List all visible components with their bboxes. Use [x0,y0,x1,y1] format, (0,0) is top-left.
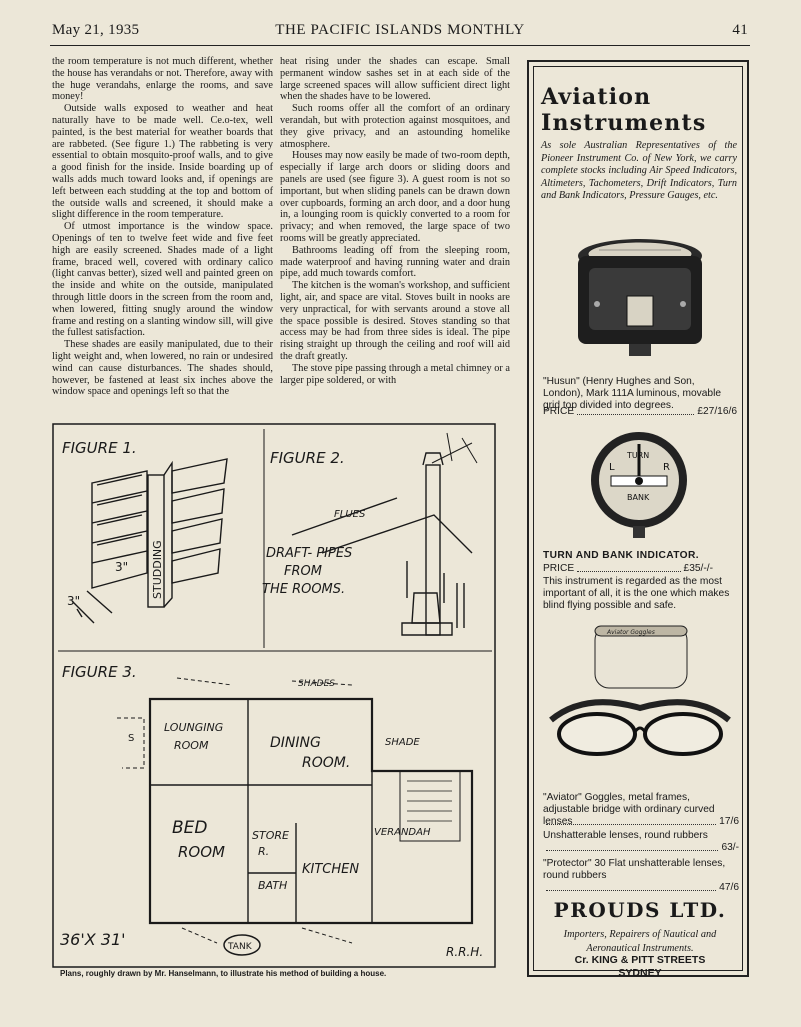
dial-text-left: L [609,462,615,473]
header-rule [50,45,750,46]
dot-leader [546,882,717,891]
figure-1-studding-label: STUDDING [151,540,164,599]
room-label-kitchen: KITCHEN [302,862,359,877]
paragraph: The stove pipe passing through a metal c… [280,362,510,386]
goggles-product: "Aviator" Goggles, metal frames, adjusta… [543,792,739,828]
paragraph: heat rising under the shades can escape.… [280,56,510,103]
goggles-price-line: 17/6 [543,816,739,828]
compass-description: "Husun" (Henry Hughes and Son, London), … [543,376,722,411]
protector-price: 47/6 [719,882,739,893]
goggles-case-label: Aviator Goggles [606,629,655,636]
figure-3-floor-plan [117,677,474,944]
room-label-bed: BED [172,818,208,838]
brand-address: Cr. KING & PITT STREETS SYDNEY [537,954,743,980]
figure-2-title: FIGURE 2. [270,449,345,467]
room-label-lounging: LOUNGING [164,721,223,734]
tank-label: TANK [227,942,253,952]
issue-date: May 21, 1935 [52,22,140,38]
paragraph: These shades are easily manipulated, due… [52,339,273,398]
room-label-store: STORE [252,829,289,842]
goggles-image: Aviator Goggles [549,625,731,756]
unshatterable-description: Unshatterable lenses, round rubbers [543,830,708,841]
figure-2-draft-label: THE ROOMS. [262,582,345,597]
room-label-verandah: VERANDAH [374,827,431,838]
address-line: Cr. KING & PITT STREETS [574,954,706,966]
dot-leader [577,563,681,572]
paragraph: the room temperature is not much differe… [52,56,273,103]
article-column-2: heat rising under the shades can escape.… [280,56,510,386]
turn-bank-price: £35/-/- [683,563,713,574]
compass-price: £27/16/6 [697,406,737,417]
brand-tagline: Importers, Repairers of Nautical and Aer… [537,928,743,956]
unshatterable-price-line: 63/- [543,842,739,854]
brand-tagline-line: Importers, Repairers of Nautical and [563,929,717,940]
article-column-1: the room temperature is not much differe… [52,56,273,398]
ad-inner-border [533,66,743,971]
paragraph: Of utmost importance is the window space… [52,221,273,339]
room-label-bath: BATH [258,879,287,892]
room-label-dining: DINING [270,735,321,751]
figure-2-stove-drawing [291,432,478,636]
dot-leader [546,842,719,851]
dial-text-right: R [663,462,670,473]
page-header: THE PACIFIC ISLANDS MONTHLY May 21, 1935… [52,22,748,44]
dot-leader [577,406,695,415]
brand-name: PROUDS LTD. [553,898,727,922]
figure-1-weatherboards [71,458,228,624]
unshatterable-price: 63/- [721,842,739,853]
ad-title-line: Instruments [541,110,707,136]
address-line: SYDNEY [618,967,662,979]
turn-bank-title: TURN AND BANK INDICATOR. [543,550,699,561]
turn-bank-price-line: PRICE £35/-/- [543,563,713,575]
advertisement-prouds: Aviation Instruments As sole Australian … [527,60,749,980]
paragraph: Bathrooms leading off from the sleeping … [280,244,510,280]
price-label: PRICE [543,406,575,417]
room-label-bed: ROOM [178,843,225,861]
figure-2-draft-label: DRAFT- PIPES [266,546,352,561]
page-number: 41 [732,22,748,38]
figure-1-dimension: 3" [115,560,128,574]
compass-image [578,239,702,356]
room-label-lounging: ROOM [174,739,209,752]
compass-price-line: PRICE £27/16/6 [543,406,737,418]
illustration-frame [52,423,496,968]
room-label-store: R. [258,845,269,858]
figure-3-shade-marker: S [128,733,134,744]
goggles-description: "Aviator" Goggles, metal frames, adjusta… [543,792,715,827]
dial-text-bank: BANK [627,493,650,502]
figure-1-title: FIGURE 1. [62,439,137,457]
figure-3-shade-label: SHADE [385,737,420,748]
turn-bank-indicator-image: TURN BANK L R [591,432,687,538]
dial-text-turn: TURN [626,451,649,460]
turn-bank-description: This instrument is regarded as the most … [543,576,730,611]
illustration-caption: Plans, roughly drawn by Mr. Hanselmann, … [60,969,387,978]
ad-title: Aviation Instruments [541,84,706,136]
paragraph: Outside walls exposed to weather and hea… [52,103,273,221]
figure-3-shades-label: SHADES [298,679,335,689]
figure-2-flues-label: FLUES [334,509,366,520]
figure-3-title: FIGURE 3. [62,663,137,681]
paragraph: Houses may now easily be made of two-roo… [280,150,510,244]
goggles-price: 17/6 [719,816,739,827]
ad-title-line: Aviation [541,84,652,110]
ad-intro: As sole Australian Representatives of th… [541,140,737,202]
house-plan-illustration: FIGURE 1. STUDDING 3" 3" FIGURE 2. FLUES… [52,423,496,968]
room-label-dining: ROOM. [302,755,350,771]
house-dimensions: 36'X 31' [60,930,126,949]
price-label: PRICE [543,563,575,574]
paragraph: Such rooms offer all the comfort of an o… [280,103,510,150]
brand-tagline-line: Aeronautical Instruments. [586,943,694,954]
figure-1-dimension: 3" [67,594,80,608]
protector-price-line: 47/6 [543,882,739,894]
dot-leader [546,816,717,825]
publication-title: THE PACIFIC ISLANDS MONTHLY [275,22,525,38]
artist-initials: R.R.H. [446,945,483,959]
protector-description: "Protector" 30 Flat unshatterable lenses… [543,858,726,881]
paragraph: The kitchen is the woman's workshop, and… [280,280,510,362]
figure-2-draft-label: FROM [284,564,322,579]
